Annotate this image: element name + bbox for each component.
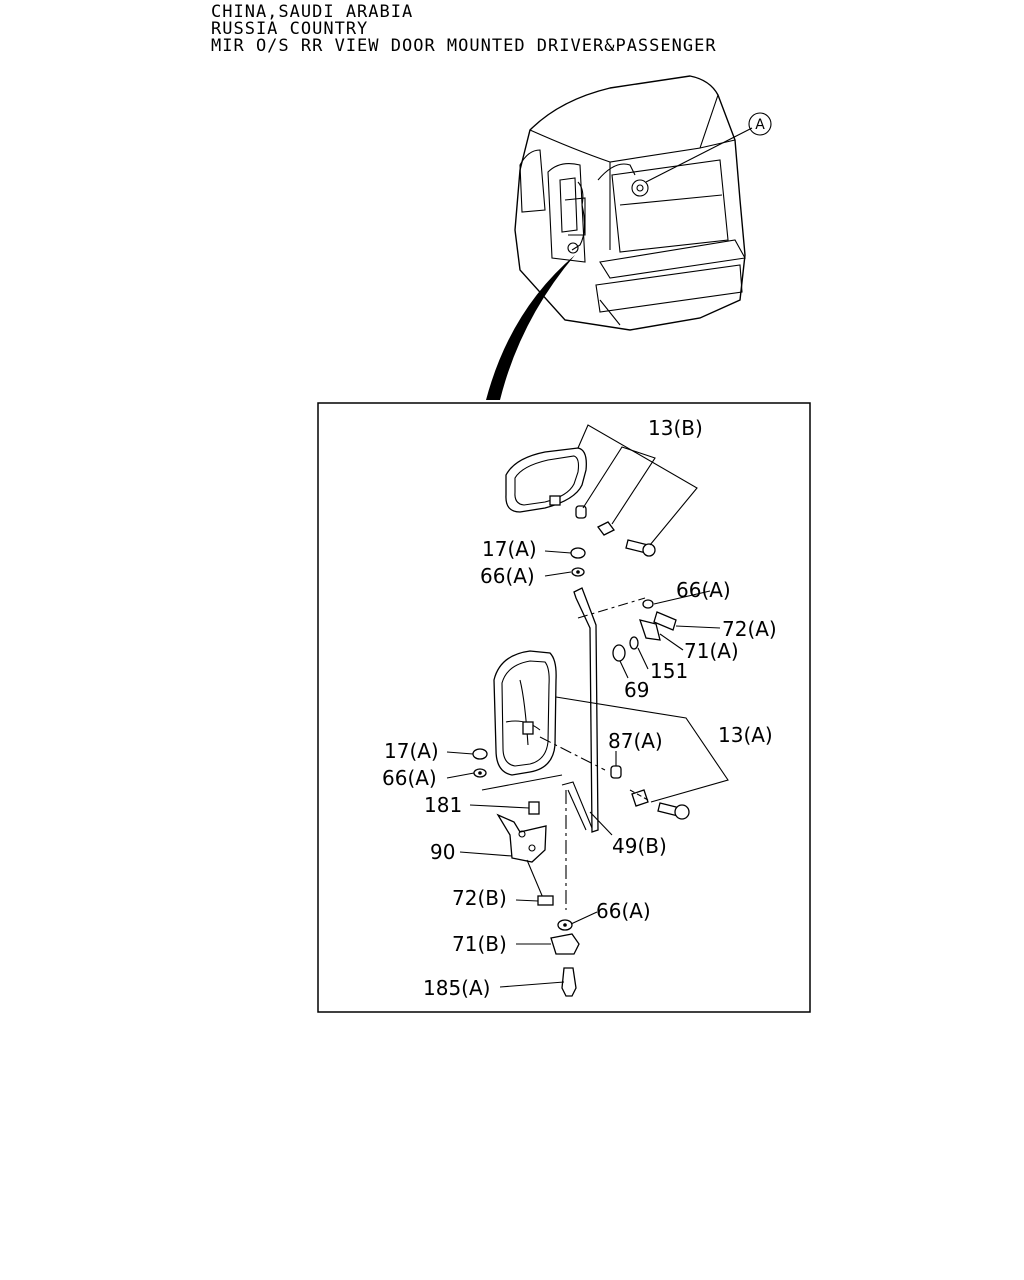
part-label-181: 181 <box>424 793 462 817</box>
header-region-line: CHINA,SAUDI ARABIA <box>211 2 414 22</box>
part-label-87a: 87(A) <box>608 729 663 753</box>
header-part-description: MIR O/S RR VIEW DOOR MOUNTED DRIVER&PASS… <box>211 36 717 56</box>
part-label-90: 90 <box>430 840 455 864</box>
detail-frame <box>317 402 811 1013</box>
part-label-66a-top: 66(A) <box>480 564 535 588</box>
part-label-17a-mid: 17(A) <box>384 739 439 763</box>
lower-mirror-assembly <box>493 650 690 820</box>
part-label-69: 69 <box>624 678 649 702</box>
callout-a-circle <box>748 112 772 136</box>
part-label-71b: 71(B) <box>452 932 507 956</box>
diagram-header: CHINA,SAUDI ARABIA RUSSIA COUNTRY MIR O/… <box>211 4 717 55</box>
part-label-13a: 13(A) <box>718 723 773 747</box>
part-label-151: 151 <box>650 659 688 683</box>
vehicle-rear-illustration: A <box>514 75 772 331</box>
header-country-line: RUSSIA COUNTRY <box>211 19 369 39</box>
part-label-72a: 72(A) <box>722 617 777 641</box>
part-label-185a: 185(A) <box>423 976 490 1000</box>
part-label-71a: 71(A) <box>684 639 739 663</box>
part-label-17a-top: 17(A) <box>482 537 537 561</box>
part-label-72b: 72(B) <box>452 886 507 910</box>
detail-pointer <box>486 255 575 400</box>
part-label-66a-low: 66(A) <box>596 899 651 923</box>
callout-a-label: A <box>755 117 765 133</box>
upper-mirror-assembly <box>505 447 656 557</box>
part-label-66a-right: 66(A) <box>676 578 731 602</box>
part-label-13b: 13(B) <box>648 416 703 440</box>
part-label-49b: 49(B) <box>612 834 667 858</box>
part-label-66a-mid: 66(A) <box>382 766 437 790</box>
